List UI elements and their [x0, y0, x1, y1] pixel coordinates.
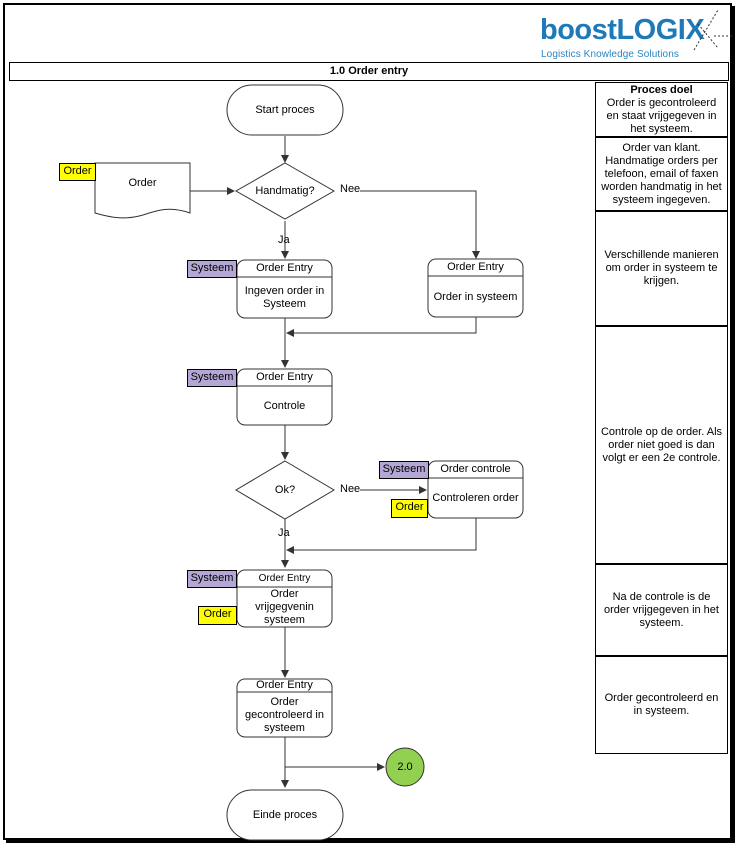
side-box1-text: Order is gecontroleerd en staat vrijgege…: [606, 96, 717, 135]
ja1-label: Ja: [278, 234, 290, 246]
controle-body: Controle: [263, 399, 306, 412]
side-box5-text: Na de controle is de order vrijgegeven i…: [604, 590, 719, 629]
side-box4-text: Controle op de order. Als order niet goe…: [600, 425, 723, 464]
edge-ordercontrole-merge: [286, 518, 477, 554]
side-box-3: Verschillende manieren om order in syste…: [595, 211, 728, 326]
side-box-2: Order van klant. Handmatige orders per t…: [595, 137, 728, 211]
entry2-body: Order in systeem: [433, 290, 518, 303]
vrijgeven-header: Order Entry: [258, 573, 311, 584]
logo-tagline: Logistics Knowledge Solutions: [541, 49, 679, 60]
start-label: Start proces: [255, 103, 315, 116]
gecontroleerd-box: [236, 678, 333, 738]
nee1-label: Nee: [340, 183, 361, 195]
decision-handmatig-label: Handmatig?: [255, 184, 315, 197]
ja2-label: Ja: [278, 527, 290, 539]
edge-nee1: [360, 190, 480, 259]
brand-logo: boostLOGIX Logistics Knowledge Solutions: [540, 9, 734, 62]
order-document-shape: [94, 162, 191, 219]
logo-wordmark: boostLOGIX: [540, 14, 705, 46]
side-box2-text: Order van klant. Handmatige orders per t…: [601, 141, 722, 206]
vrijgeven-body: Order vrijgegvenin systeem: [255, 588, 314, 626]
logo-part1: boost: [540, 14, 617, 46]
edge-entry2-merge: [286, 317, 477, 337]
page-title: 1.0 Order entry: [9, 62, 729, 81]
end-terminator: [226, 789, 344, 841]
controle-box: [236, 368, 333, 426]
ordercontrole-tag2: Order: [391, 499, 428, 518]
logo-x-mark-icon: [693, 9, 734, 51]
nee2-label: Nee: [340, 483, 361, 495]
entry1-body: Ingeven order in Systeem: [244, 285, 325, 310]
decision-ok-label: Ok?: [274, 483, 296, 496]
gecontroleerd-body: Order gecontroleerd in systeem: [245, 695, 324, 734]
entry1-box: [236, 259, 333, 319]
order-document-label: Order: [128, 176, 157, 189]
side-box-6: Order gecontroleerd en in systeem.: [595, 656, 728, 754]
connector-label: 2.0: [397, 760, 413, 773]
order-doc-tag: Order: [59, 163, 96, 181]
entry2-header: Order Entry: [447, 261, 504, 273]
ordercontrole-header: Order controle: [440, 463, 511, 475]
gecontroleerd-header: Order Entry: [256, 679, 313, 691]
ordercontrole-body: Controleren order: [432, 492, 519, 504]
end-label: Einde proces: [252, 808, 318, 821]
connector-circle: [385, 747, 425, 787]
side-box3-text: Verschillende manieren om order in syste…: [604, 249, 719, 287]
vrijgeven-tag2: Order: [198, 606, 237, 625]
ordercontrole-tag: Systeem: [379, 461, 429, 479]
side-box6-text: Order gecontroleerd en in systeem.: [604, 692, 719, 717]
entry2-box: [427, 258, 524, 318]
entry1-tag: Systeem: [187, 260, 237, 278]
side-header: Proces doel: [630, 83, 693, 96]
vrijgeven-tag: Systeem: [187, 570, 237, 588]
side-box-4: Controle op de order. Als order niet goe…: [595, 326, 728, 564]
entry1-header: Order Entry: [256, 262, 313, 274]
decision-handmatig-shape: [234, 162, 336, 220]
vrijgeven-box: [236, 569, 333, 628]
controle-tag: Systeem: [187, 369, 237, 387]
side-box-5: Na de controle is de order vrijgegeven i…: [595, 564, 728, 656]
decision-ok-shape: [235, 460, 335, 520]
start-terminator: [226, 84, 344, 136]
side-box-doel: Proces doel Order is gecontroleerd en st…: [595, 82, 728, 137]
ordercontrole-box: [427, 460, 524, 519]
controle-header: Order Entry: [256, 371, 313, 383]
logo-part2: LOGIX: [616, 14, 705, 46]
